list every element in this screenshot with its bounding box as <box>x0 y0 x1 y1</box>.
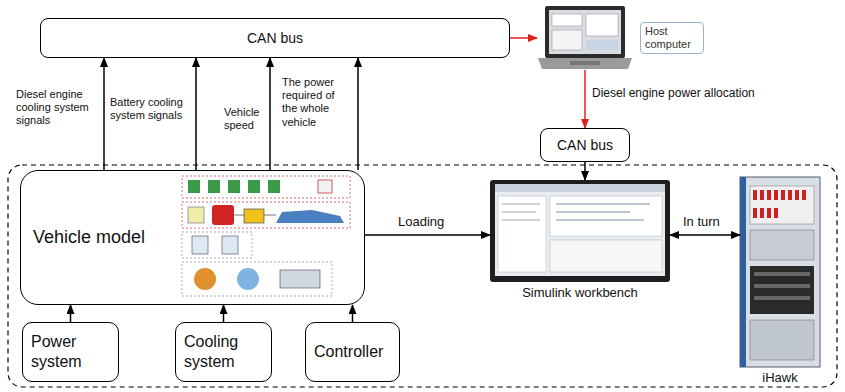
edge-label: Diesel engine power allocation <box>592 86 755 100</box>
connector-arrow <box>357 58 359 170</box>
subsystem-box: Cooling system <box>175 322 272 382</box>
host-computer: Host computer <box>537 4 633 70</box>
node-label: CAN bus <box>557 137 613 153</box>
node-label: CAN bus <box>247 30 303 46</box>
dashed-region <box>8 165 837 387</box>
node-label: Host computer <box>640 22 704 54</box>
connector-arrow <box>584 162 586 180</box>
connector-arrow <box>365 234 490 236</box>
vehicle-model-picture <box>182 176 350 296</box>
model-box: Vehicle model <box>20 170 365 305</box>
edge-label: Battery cooling system signals <box>110 96 192 122</box>
edge-label: In turn <box>683 214 720 230</box>
edge-label: Loading <box>398 214 444 230</box>
bus-box: CAN bus <box>540 128 630 162</box>
connector-arrow <box>103 58 105 170</box>
node-label: iHawk <box>762 370 797 385</box>
node-label: Simulink workbench <box>522 285 638 300</box>
subsystem-box: Power system <box>22 322 119 382</box>
connector-arrow <box>670 234 740 236</box>
ihawk-cabinet-picture <box>740 177 820 367</box>
connector-arrow <box>195 58 197 170</box>
laptop-picture <box>538 6 632 69</box>
edge-label: The power required of the whole vehicle <box>282 76 350 129</box>
connector-arrow <box>510 37 537 39</box>
edge-label: Diesel engine cooling system signals <box>16 88 98 128</box>
node-label: Controller <box>314 342 383 362</box>
bus-box: CAN bus <box>40 18 510 58</box>
node-label: Power system <box>31 332 110 372</box>
connector-arrow <box>70 305 72 322</box>
connector-arrow <box>269 58 271 170</box>
workbench-screen: Simulink workbench <box>490 180 670 282</box>
node-label: Vehicle model <box>33 227 145 248</box>
connector-arrow <box>352 305 354 322</box>
connector-arrow <box>223 305 225 322</box>
simulink-screen-picture <box>490 180 670 282</box>
edge-label: Vehicle speed <box>224 106 266 132</box>
node-label: Cooling system <box>184 332 263 372</box>
hil-cabinet: iHawk <box>740 177 820 367</box>
subsystem-box: Controller <box>305 322 400 382</box>
connector-arrow <box>584 70 586 128</box>
